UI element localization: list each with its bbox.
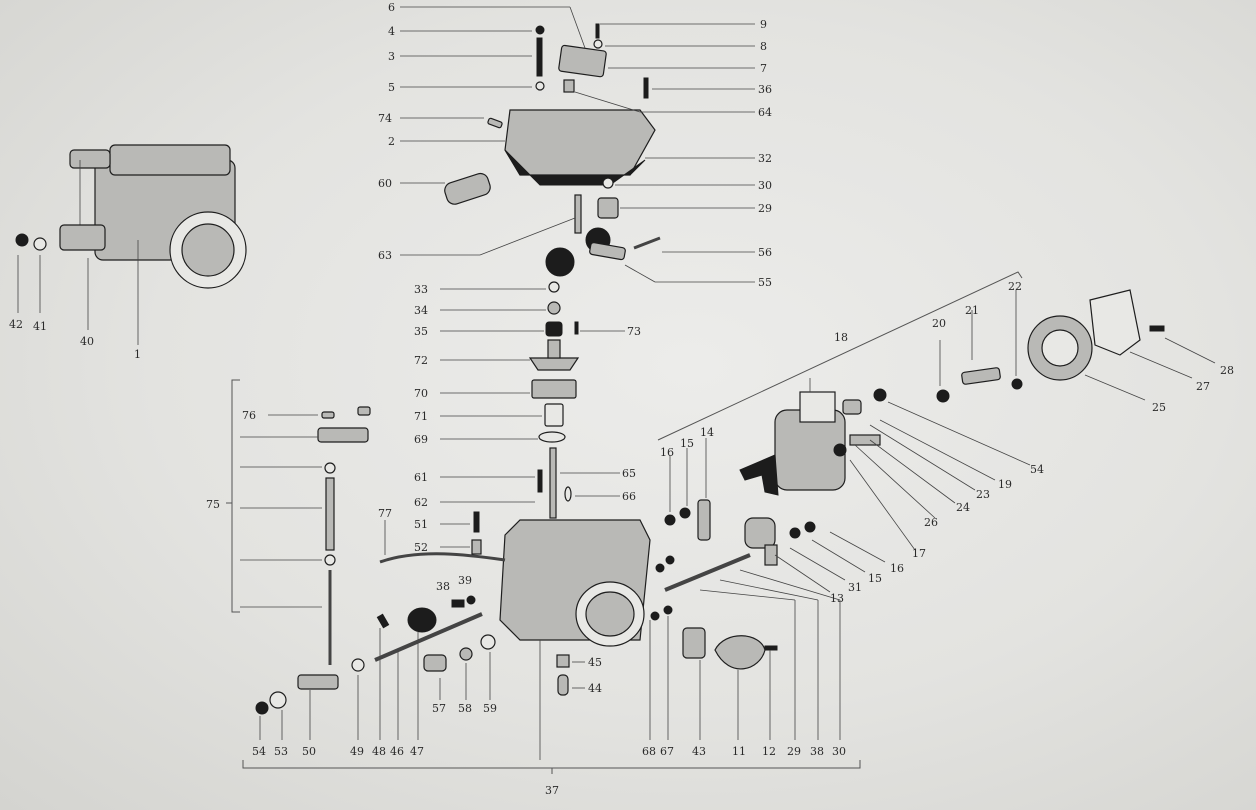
label-34: 34 bbox=[414, 304, 428, 317]
top-cover-parts bbox=[444, 23, 661, 277]
assembled-leader-lines bbox=[17, 240, 139, 345]
label-70: 70 bbox=[414, 387, 428, 400]
label-42: 42 bbox=[9, 318, 23, 331]
label-22: 22 bbox=[1008, 280, 1022, 293]
label-24: 24 bbox=[956, 501, 970, 514]
right-linkage-parts bbox=[650, 499, 816, 670]
label-36: 36 bbox=[758, 83, 772, 96]
label-47: 47 bbox=[410, 745, 424, 758]
label-27: 27 bbox=[1196, 380, 1210, 393]
label-63: 63 bbox=[378, 249, 392, 262]
label-59: 59 bbox=[483, 702, 497, 715]
label-35: 35 bbox=[414, 325, 428, 338]
label-71: 71 bbox=[414, 410, 428, 423]
label-44: 44 bbox=[588, 682, 602, 695]
label-62: 62 bbox=[414, 496, 428, 509]
label-54: 54 bbox=[252, 745, 266, 758]
label-65: 65 bbox=[622, 467, 636, 480]
label-11: 11 bbox=[732, 745, 746, 758]
label-9: 9 bbox=[760, 18, 767, 31]
label-68: 68 bbox=[642, 745, 656, 758]
label-41: 41 bbox=[33, 320, 47, 333]
label-55: 55 bbox=[758, 276, 772, 289]
label-60: 60 bbox=[378, 177, 392, 190]
label-37: 37 bbox=[545, 784, 559, 797]
label-38: 38 bbox=[436, 580, 450, 593]
label-28: 28 bbox=[1220, 364, 1234, 377]
label-12: 12 bbox=[762, 745, 776, 758]
label-30b: 30 bbox=[832, 745, 846, 758]
label-54b: 54 bbox=[1030, 463, 1044, 476]
linkage-rod-assembly bbox=[255, 406, 371, 715]
leader-lines bbox=[240, 6, 1216, 760]
label-3: 3 bbox=[388, 50, 395, 63]
label-53: 53 bbox=[274, 745, 288, 758]
label-4: 4 bbox=[388, 25, 395, 38]
label-16b: 16 bbox=[890, 562, 904, 575]
label-52: 52 bbox=[414, 541, 428, 554]
label-18: 18 bbox=[834, 331, 848, 344]
label-33: 33 bbox=[414, 283, 428, 296]
label-14: 14 bbox=[700, 426, 714, 439]
label-8: 8 bbox=[760, 40, 767, 53]
label-16: 16 bbox=[660, 446, 674, 459]
throttle-housing-parts bbox=[739, 289, 1165, 496]
carburetor-main-body bbox=[351, 511, 651, 696]
center-stack-parts bbox=[528, 281, 580, 519]
label-46: 46 bbox=[390, 745, 404, 758]
part-number-labels: 6 4 3 5 74 2 60 63 9 8 7 36 64 32 30 29 … bbox=[9, 1, 1234, 797]
label-19: 19 bbox=[998, 478, 1012, 491]
label-50: 50 bbox=[302, 745, 316, 758]
label-20: 20 bbox=[932, 317, 946, 330]
label-7: 7 bbox=[760, 62, 767, 75]
assembled-carburetor-drawing bbox=[15, 144, 247, 289]
label-26: 26 bbox=[924, 516, 938, 529]
label-51: 51 bbox=[414, 518, 428, 531]
label-72: 72 bbox=[414, 354, 428, 367]
label-40: 40 bbox=[80, 335, 94, 348]
label-57: 57 bbox=[432, 702, 446, 715]
label-21: 21 bbox=[965, 304, 979, 317]
label-64: 64 bbox=[758, 106, 772, 119]
label-45: 45 bbox=[588, 656, 602, 669]
label-30: 30 bbox=[758, 179, 772, 192]
label-73: 73 bbox=[627, 325, 641, 338]
group-brackets bbox=[226, 271, 1023, 774]
label-31: 31 bbox=[848, 581, 862, 594]
label-15: 15 bbox=[680, 437, 694, 450]
label-58: 58 bbox=[458, 702, 472, 715]
label-61: 61 bbox=[414, 471, 428, 484]
label-77: 77 bbox=[378, 507, 392, 520]
label-29b: 29 bbox=[787, 745, 801, 758]
label-38b: 38 bbox=[810, 745, 824, 758]
label-48: 48 bbox=[372, 745, 386, 758]
label-49: 49 bbox=[350, 745, 364, 758]
label-56: 56 bbox=[758, 246, 772, 259]
label-1: 1 bbox=[134, 348, 141, 361]
label-29: 29 bbox=[758, 202, 772, 215]
label-66: 66 bbox=[622, 490, 636, 503]
label-5: 5 bbox=[388, 81, 395, 94]
label-6: 6 bbox=[388, 1, 395, 14]
label-67: 67 bbox=[660, 745, 674, 758]
label-74: 74 bbox=[378, 112, 392, 125]
label-76: 76 bbox=[242, 409, 256, 422]
label-39: 39 bbox=[458, 574, 472, 587]
label-2: 2 bbox=[388, 135, 395, 148]
label-69: 69 bbox=[414, 433, 428, 446]
label-13: 13 bbox=[830, 592, 844, 605]
label-32: 32 bbox=[758, 152, 772, 165]
label-25: 25 bbox=[1152, 401, 1166, 414]
label-23: 23 bbox=[976, 488, 990, 501]
label-43: 43 bbox=[692, 745, 706, 758]
label-75: 75 bbox=[206, 498, 220, 511]
label-15b: 15 bbox=[868, 572, 882, 585]
label-17: 17 bbox=[912, 547, 926, 560]
